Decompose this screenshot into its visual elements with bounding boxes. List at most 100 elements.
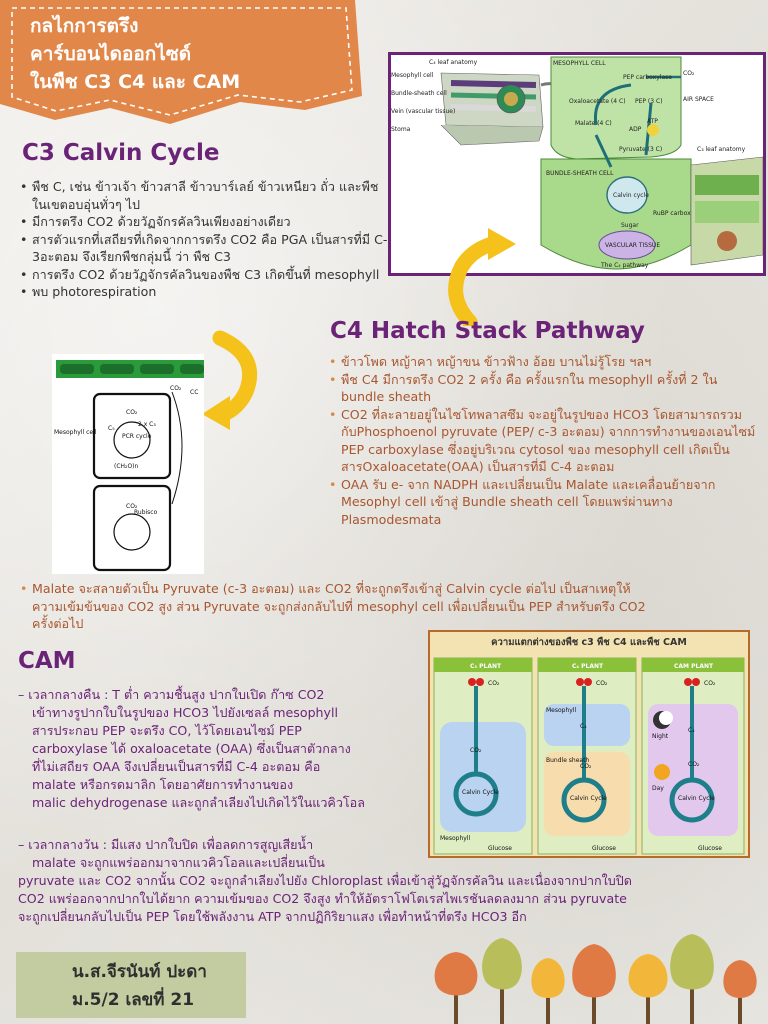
c4-glucose-label: Glucose <box>592 845 616 852</box>
adp-label: ADP <box>629 126 642 133</box>
tree-icon <box>531 958 565 1024</box>
c3-mesophyll-label: Mesophyll <box>440 835 470 842</box>
list-item: สารตัวแรกที่เสถียรที่เกิดจากการตรึง CO2 … <box>18 231 388 266</box>
decorative-trees <box>434 934 757 1024</box>
vascular-label: VASCULAR TISSUE <box>605 242 660 249</box>
c3-leaf-anatomy-label: C₃ leaf anatomy <box>697 146 746 153</box>
vein-label: Vein (vascular tissue) <box>391 108 455 115</box>
calvin-cycle-label: Calvin cycle <box>613 192 649 199</box>
malate-note-list: Malate จะสลายตัวเป็น Pyruvate (c-3 อะตอม… <box>18 580 658 633</box>
title-line-1: กลไกการตรึง <box>30 15 139 37</box>
cam-plant-header: CAM PLANT <box>674 663 714 670</box>
air-space-label: AIR SPACE <box>683 96 714 103</box>
cam-c4-label: C₄ <box>688 727 695 734</box>
cam-day-line: pyruvate และ CO2 จากนั้น CO2 จะถูกลำเลีย… <box>18 873 632 888</box>
bundle-caps-label: BUNDLE-SHEATH CELL <box>546 170 614 177</box>
c4-heading: C4 Hatch Stack Pathway <box>330 318 645 344</box>
list-item: Malate จะสลายตัวเป็น Pyruvate (c-3 อะตอม… <box>18 580 658 633</box>
tree-icon <box>723 960 757 1024</box>
tree-icon <box>670 934 714 1024</box>
list-item: พบ photorespiration <box>18 283 388 301</box>
c3-plant-header: C₃ PLANT <box>470 663 502 670</box>
cam-heading: CAM <box>18 648 76 674</box>
cam-co2-mid-label: CO₂ <box>688 761 700 768</box>
oxaloacetate-label: Oxaloacetate (4 C) <box>569 98 626 105</box>
cam-co2-top-label: CO₂ <box>704 680 716 687</box>
list-item: การตรึง CO2 ด้วยวัฏจักรคัลวินของพืช C3 เ… <box>18 266 388 284</box>
stoma-label: Stoma <box>391 126 411 133</box>
list-item: ข้าวโพด หญ้าคา หญ้าขน ข้าวฟ้าง อ้อย บานไ… <box>327 353 763 371</box>
title-banner: กลไกการตรึง คาร์บอนไดออกไซด์ ในพืช C3 C4… <box>0 0 365 130</box>
malate-label: Malate (4 C) <box>575 120 612 127</box>
rubp-label: RuBP carboxylase <box>653 210 707 217</box>
list-item: พืช C4 มีการตรึง CO2 2 ครั้ง คือ ครั้งแร… <box>327 371 763 406</box>
c4-plant-header: C₄ PLANT <box>572 663 604 670</box>
list-item: มีการตรึง CO2 ด้วยวัฏจักรคัลวินเพียงอย่า… <box>18 213 388 231</box>
c4-mesophyll-label: Mesophyll <box>546 707 576 714</box>
author-class: ม.5/2 เลขที่ 21 <box>72 990 195 1010</box>
pyruvate-label: Pyruvate (3 C) <box>619 146 662 153</box>
c3-co2-mid-label: CO₂ <box>470 747 482 754</box>
sugar-label: Sugar <box>621 222 639 229</box>
c4-pathway-cells <box>540 56 692 270</box>
co2-label: CO₂ <box>683 70 695 77</box>
tree-icon <box>572 944 616 1024</box>
cam-night-line: carboxylase ได้ oxaloacetate (OAA) ซึ่งเ… <box>32 741 351 756</box>
c3-co2-label-c: CO₂ <box>126 503 138 510</box>
c3-heading: C3 Calvin Cycle <box>22 140 220 166</box>
c3-pcr-cycle-figure: CO₂ CO₂ CO₂ CC Mesophyll cell PCR cycle … <box>52 354 204 574</box>
pep-carboxylase-label: PEP carboxylase <box>623 74 672 81</box>
c3-pcr-label: PCR cycle <box>122 433 152 440</box>
c4-pathway-figure: C₄ leaf anatomy Mesophyll cell Bundle-sh… <box>388 52 766 276</box>
cam-day-text: – เวลากลางวัน : มีแสง ปากใบปิด เพื่อลดกา… <box>18 836 758 926</box>
leaf-cross-section-illustration <box>440 72 544 146</box>
cam-day-line: – เวลากลางวัน : มีแสง ปากใบปิด เพื่อลดกา… <box>18 837 314 852</box>
c3-mesophyll-label: Mesophyll cell <box>54 429 97 436</box>
comparison-title: ความแตกต่างของพืช c3 พืช C4 และพืช CAM <box>430 632 748 654</box>
cam-night-text: – เวลากลางคืน : T ต่ำ ความชื้นสูง ปากใบเ… <box>18 686 398 812</box>
comparison-figure: ความแตกต่างของพืช c3 พืช C4 และพืช CAM C… <box>428 630 750 858</box>
cam-night-line: malic dehydrogenase และถูกลำเลียงไปเกิดไ… <box>32 795 365 810</box>
cam-day-line: CO2 แพร่ออกจากปากใบได้ยาก ความเข้มของ CO… <box>18 891 627 906</box>
c4-co2-top-label: CO₂ <box>596 680 608 687</box>
tree-icon <box>628 954 668 1024</box>
c3-bullet-list: พืช C, เช่น ข้าวเจ้า ข้าวสาลี ข้าวบาร์เล… <box>18 178 388 301</box>
bundle-sheath-label: Bundle-sheath cell <box>391 90 447 97</box>
cam-night-line: สารประกอบ PEP จะตรึง CO, ไว้โดยเอนไซม์ P… <box>32 723 302 738</box>
c3-leaf-block-illustration <box>690 156 764 266</box>
c3-calvin-label: Calvin Cycle <box>462 789 499 796</box>
cam-day-line: malate จะถูกแพร่ออกมาจากแวคิวโอลและเปลี่… <box>32 855 325 870</box>
mesophyll-caps-label: MESOPHYLL CELL <box>553 60 606 67</box>
cam-calvin-label: Calvin Cycle <box>678 795 715 802</box>
c3-ch2o-label: (CH₂O)n <box>114 463 139 470</box>
atp-label: ATP <box>647 118 658 125</box>
c4-bullet-list: ข้าวโพด หญ้าคา หญ้าขน ข้าวฟ้าง อ้อย บานไ… <box>327 353 763 528</box>
list-item: พืช C, เช่น ข้าวเจ้า ข้าวสาลี ข้าวบาร์เล… <box>18 178 388 213</box>
c3-rubisco-label: Rubisco <box>134 509 158 516</box>
c4-c4-label: C₄ <box>580 723 587 730</box>
tree-icon <box>434 952 478 1024</box>
cam-day-line: จะถูกเปลี่ยนกลับไปเป็น PEP โดยใช้พลังงาน… <box>18 909 527 924</box>
author-box: น.ส.จีรนันท์ ปะดา ม.5/2 เลขที่ 21 <box>16 952 246 1018</box>
cam-glucose-label: Glucose <box>698 845 722 852</box>
cam-night-line: เข้าทางรูปากใบในรูปของ HCO3 ไปยังเซลล์ m… <box>32 705 338 720</box>
c3-co2-label-a: CO₂ <box>126 409 138 416</box>
cam-night-line: – เวลากลางคืน : T ต่ำ ความชื้นสูง ปากใบเ… <box>18 687 325 702</box>
c4-leaf-anatomy-label: C₄ leaf anatomy <box>429 59 478 66</box>
tree-icon <box>482 938 522 1024</box>
c3-co2-label-b: CO₂ <box>170 385 182 392</box>
c3-cc-label: CC <box>190 389 198 396</box>
list-item: OAA รับ e- จาก NADPH และเปลี่ยนเป็น Mala… <box>327 476 763 529</box>
c4-bundle-label: Bundle sheath <box>546 757 589 764</box>
pep-label: PEP (3 C) <box>635 98 663 105</box>
c3-c5-label: C₅ <box>108 425 115 432</box>
cam-night-line: ที่ไม่เสถียร OAA จึงเปลี่ยนเป็นสารที่มี … <box>32 759 321 774</box>
yellow-arrow-down <box>202 330 258 430</box>
c4-co2-mid-label: CO₂ <box>580 763 592 770</box>
pathway-label: The C₄ pathway <box>600 262 649 269</box>
cam-day-label: Day <box>652 785 664 792</box>
mesophyll-cell-label: Mesophyll cell <box>391 72 434 79</box>
c3-co2-top-label: CO₂ <box>488 680 500 687</box>
c4-calvin-label: Calvin Cycle <box>570 795 607 802</box>
yellow-arrow-up <box>448 228 516 326</box>
